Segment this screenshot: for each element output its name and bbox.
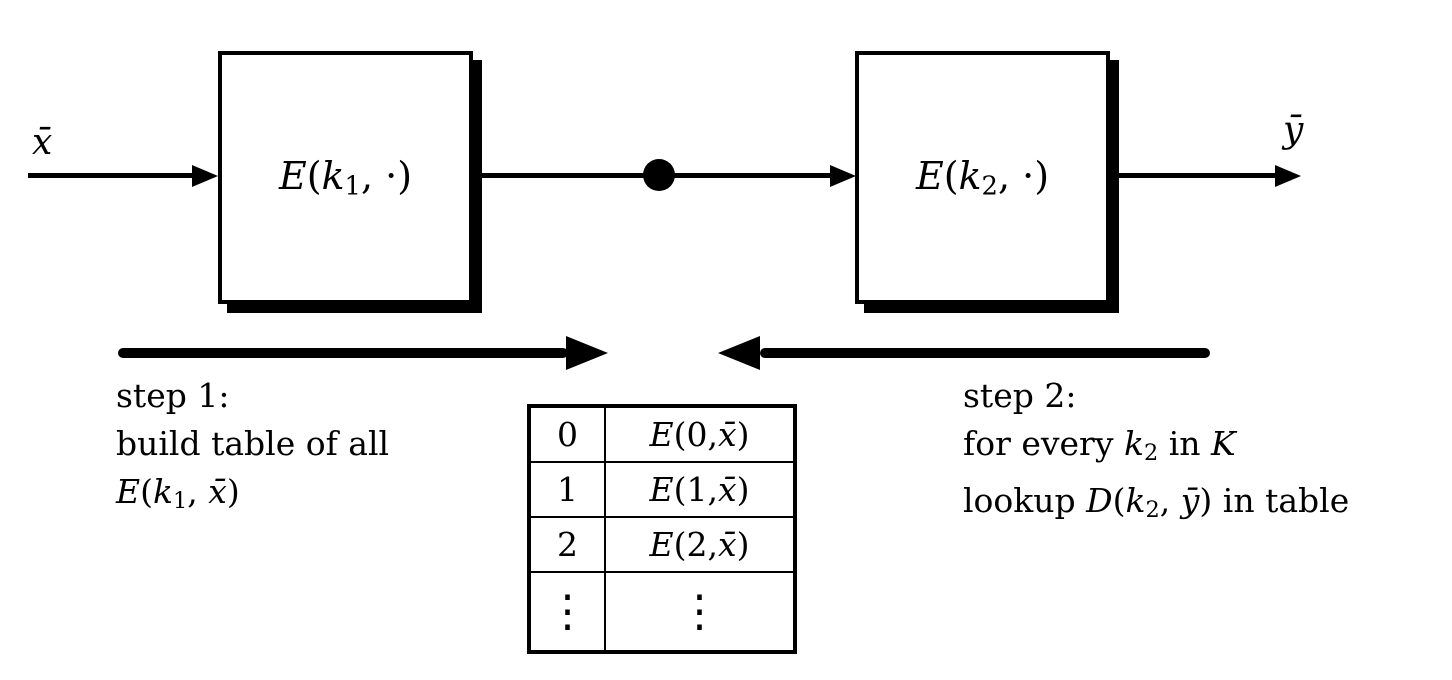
output-arrow-line [1113,173,1276,178]
comma: , [707,415,718,454]
open-paren: ( [306,153,322,198]
input-arrow-line [28,173,194,178]
func-name: E [649,415,674,454]
arg-var: x̄ [717,415,737,454]
step2-arrowhead-icon [718,336,760,370]
table-row: 2 E(2, x̄) [531,516,793,571]
arg-var: x̄ [717,470,737,509]
step1-arrowhead-icon [566,336,608,370]
input-label: x̄ [32,122,53,163]
key-var: k [321,153,345,198]
arg-var: x̄ [208,472,227,511]
func-name: E [278,153,307,198]
open-paren: ( [943,153,959,198]
open-paren: ( [140,472,153,511]
encryption-box-1: E(k1, ·) [218,51,473,304]
step2-title: step 2: [963,376,1077,415]
keyspace-symbol: K [1211,424,1236,463]
close-paren: , ·) [360,153,413,198]
table-row: 0 E(0, x̄) [531,408,793,461]
table-value-cell: E(2, x̄) [606,518,793,571]
text-pre: lookup [963,480,1087,520]
table-key-cell: 1 [531,463,606,516]
key-sub: 2 [1145,496,1160,523]
open-paren: ( [673,525,687,564]
table-key-cell: 0 [531,408,606,461]
table-key-cell: 2 [531,518,606,571]
encryption-box-2: E(k2, ·) [855,51,1110,304]
step2-caption: step 2: for every k2 in K lookup D(k2, ȳ… [963,372,1349,534]
output-label: ȳ [1283,110,1304,151]
table-value-cell: E(1, x̄) [606,463,793,516]
input-arrowhead-icon [192,165,218,187]
step1-line2: build table of all [116,424,390,463]
text-mid: in [1158,424,1212,463]
key-var: k [958,153,982,198]
key-sub: 2 [1143,439,1159,466]
close-paren: ) [736,470,750,509]
open-paren: ( [673,470,687,509]
comma: , [707,470,718,509]
step1-title: step 1: [116,376,230,415]
box2-input-arrowhead-icon [830,165,856,187]
step2-line2: for every k2 in K [963,420,1349,477]
step1-caption: step 1: build table of all E(k1, x̄) [116,372,389,525]
key-sub: 1 [344,171,361,202]
close-paren: ) [736,415,750,454]
step1-expr: E(k1, x̄) [116,468,389,525]
func-name: E [649,470,674,509]
comma: , [1159,480,1181,520]
lookup-table: 0 E(0, x̄) 1 E(1, x̄) 2 E(2, x̄) ⋮ ⋮ [527,404,797,654]
step2-arrow-line [760,348,1210,358]
comma: , [707,525,718,564]
step2-line3: lookup D(k2, ȳ) in table [963,477,1349,534]
key-sub: 1 [172,487,188,514]
table-row: 1 E(1, x̄) [531,461,793,516]
key-arg: 0 [686,415,708,454]
key-sub: 2 [981,171,998,202]
table-row: ⋮ ⋮ [531,571,793,650]
arg-var: x̄ [717,525,737,564]
key-var: k [1123,424,1144,463]
func-name: E [116,472,141,511]
arg-var: ȳ [1180,480,1200,520]
close-paren: ) [226,472,240,511]
open-paren: ( [1112,480,1126,520]
step1-arrow-line [118,348,568,358]
table-key-cell: ⋮ [531,573,606,650]
box1-label: E(k1, ·) [279,154,412,202]
box2-label: E(k2, ·) [916,154,1049,202]
table-value-cell: E(0, x̄) [606,408,793,461]
output-arrowhead-icon [1275,165,1301,187]
key-arg: 2 [686,525,708,564]
close-paren: ) [1199,480,1213,520]
comma: , [187,472,209,511]
junction-dot [643,159,675,191]
key-arg: 1 [686,470,708,509]
key-var: k [1125,480,1146,520]
close-paren: ) [736,525,750,564]
key-var: k [152,472,173,511]
open-paren: ( [673,415,687,454]
text-pre: for every [963,424,1124,463]
func-name: D [1086,480,1113,520]
func-name: E [649,525,674,564]
close-paren: , ·) [997,153,1050,198]
text-post: in table [1212,480,1350,520]
func-name: E [915,153,944,198]
table-value-cell: ⋮ [677,585,722,637]
